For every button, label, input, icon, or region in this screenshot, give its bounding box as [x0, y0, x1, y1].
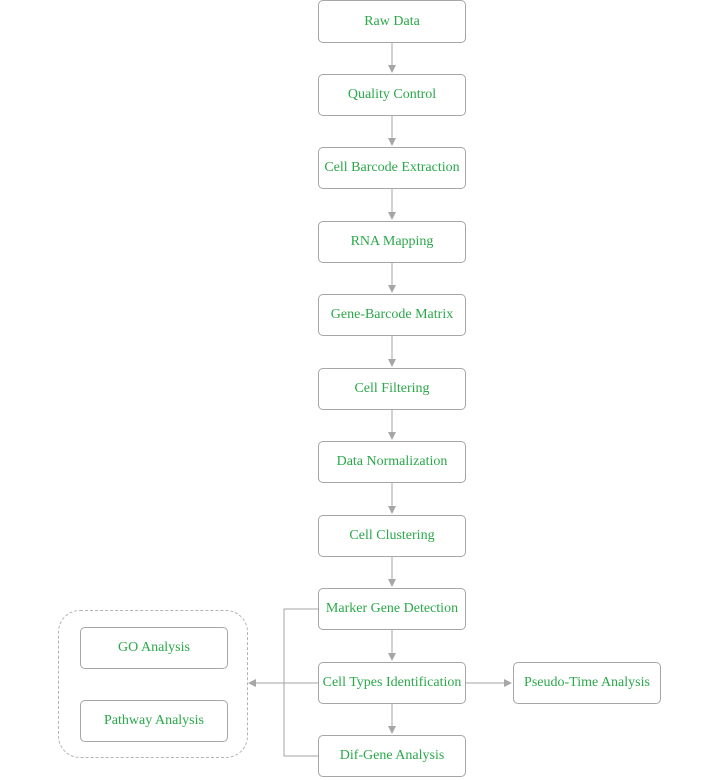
node-dif-gene-analysis[interactable]: Dif-Gene Analysis — [318, 735, 466, 777]
node-cell-barcode-extraction[interactable]: Cell Barcode Extraction — [318, 147, 466, 189]
node-cell-filtering[interactable]: Cell Filtering — [318, 368, 466, 410]
node-data-normalization[interactable]: Data Normalization — [318, 441, 466, 483]
node-label: Pathway Analysis — [104, 713, 204, 728]
node-cell-types-identification[interactable]: Cell Types Identification — [318, 662, 466, 704]
node-label: Cell Barcode Extraction — [324, 160, 460, 175]
node-marker-gene-detection[interactable]: Marker Gene Detection — [318, 588, 466, 630]
node-label: Raw Data — [364, 13, 420, 29]
node-label: Cell Types Identification — [322, 675, 462, 690]
node-label: Gene-Barcode Matrix — [330, 307, 454, 322]
node-rna-mapping[interactable]: RNA Mapping — [318, 221, 466, 263]
node-label: Dif-Gene Analysis — [339, 748, 445, 763]
node-gene-barcode-matrix[interactable]: Gene-Barcode Matrix — [318, 294, 466, 336]
node-label: GO Analysis — [118, 640, 190, 655]
node-pathway-analysis[interactable]: Pathway Analysis — [80, 700, 228, 742]
node-label: Cell Filtering — [354, 381, 430, 396]
node-label: Pseudo-Time Analysis — [524, 675, 650, 690]
node-label: Cell Clustering — [349, 528, 435, 543]
node-cell-clustering[interactable]: Cell Clustering — [318, 515, 466, 557]
node-label: Marker Gene Detection — [325, 601, 459, 616]
node-label: Data Normalization — [336, 454, 448, 469]
node-label: Quality Control — [347, 87, 437, 102]
node-label: RNA Mapping — [350, 234, 434, 249]
node-pseudo-time-analysis[interactable]: Pseudo-Time Analysis — [513, 662, 661, 704]
node-raw-data[interactable]: Raw Data — [318, 0, 466, 43]
enrichment-analysis-group — [58, 610, 248, 758]
node-go-analysis[interactable]: GO Analysis — [80, 627, 228, 669]
node-quality-control[interactable]: Quality Control — [318, 74, 466, 116]
